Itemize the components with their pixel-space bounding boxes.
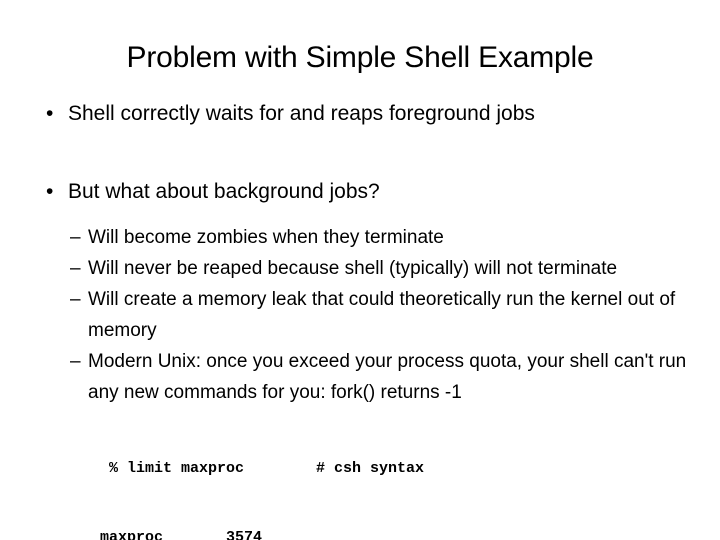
sub-bullet-list: – Will become zombies when they terminat… <box>70 222 695 408</box>
sub-bullet-item-1-label: Will become zombies when they terminate <box>88 227 444 248</box>
code-line-2: maxproc 3574 <box>100 529 263 540</box>
bullet-item-1-label: Shell correctly waits for and reaps fore… <box>68 102 535 125</box>
sub-bullet-item-1: – Will become zombies when they terminat… <box>70 222 695 253</box>
dash-marker-icon: – <box>70 258 81 279</box>
sub-bullet-item-3-label: Will create a memory leak that could the… <box>88 289 676 341</box>
sub-bullet-item-4: – Modern Unix: once you exceed your proc… <box>70 346 695 408</box>
page-title: Problem with Simple Shell Example <box>126 41 594 74</box>
sub-bullet-item-3: – Will create a memory leak that could t… <box>70 284 695 346</box>
bullet-marker-icon: • <box>46 102 54 125</box>
dash-marker-icon: – <box>70 289 81 310</box>
slide-body: • Shell correctly waits for and reaps fo… <box>0 100 720 540</box>
sub-bullet-item-4-label: Modern Unix: once you exceed your proces… <box>88 351 687 403</box>
code-block: % limit maxproc # csh syntax maxproc 357… <box>100 411 720 540</box>
bullet-item-1: • Shell correctly waits for and reaps fo… <box>46 100 720 128</box>
dash-marker-icon: – <box>70 351 81 372</box>
spacer <box>0 128 720 178</box>
sub-bullet-item-2-label: Will never be reaped because shell (typi… <box>88 258 618 279</box>
bullet-marker-icon: • <box>46 180 54 203</box>
sub-bullet-item-2: – Will never be reaped because shell (ty… <box>70 253 695 284</box>
dash-marker-icon: – <box>70 227 81 248</box>
bullet-item-2-label: But what about background jobs? <box>68 180 380 203</box>
spacer <box>0 206 720 222</box>
bullet-item-2: • But what about background jobs? <box>46 178 720 206</box>
code-line-1: % limit maxproc # csh syntax <box>100 460 425 477</box>
